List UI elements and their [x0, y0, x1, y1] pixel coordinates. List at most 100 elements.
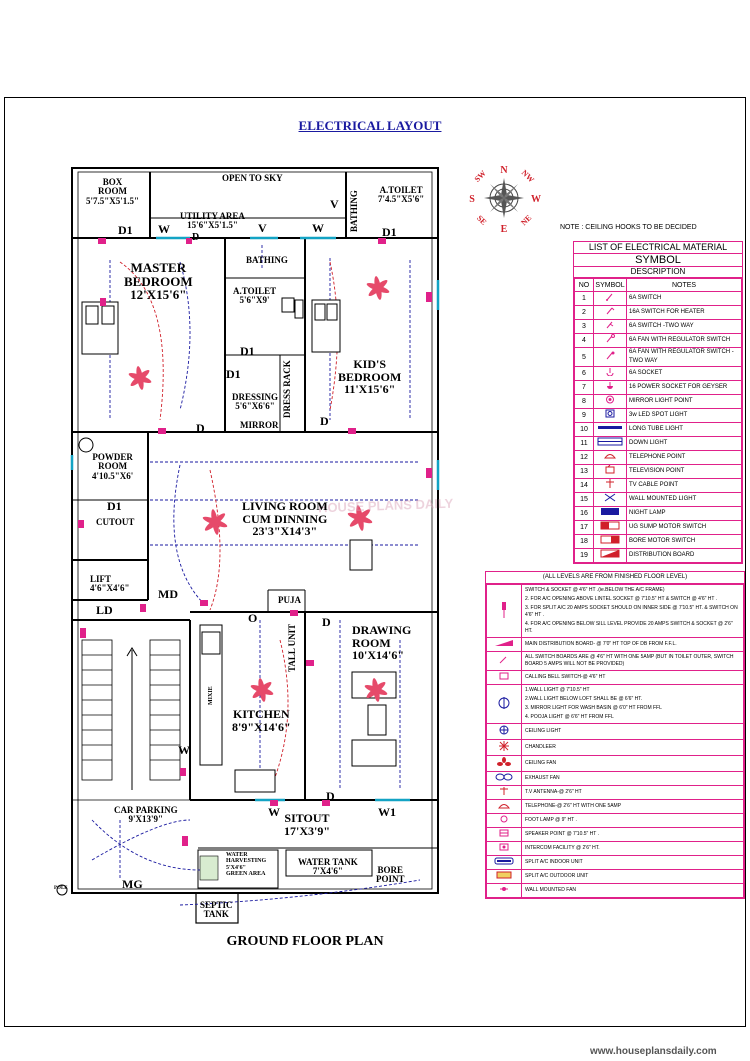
- levels-symbol-icon: [486, 771, 522, 786]
- levels-note: SPLIT A/C INDOOR UNIT: [521, 855, 744, 870]
- gate-mg: MG: [122, 877, 143, 891]
- material-note: 16 POWER SOCKET FOR GEYSER: [626, 380, 742, 395]
- material-legend-table: LIST OF ELECTRICAL MATERIAL SYMBOL DESCR…: [573, 241, 743, 564]
- levels-line: SPLIT A/C INDOOR UNIT: [525, 859, 583, 865]
- room-master-bedroom: MASTER BEDROOM 12'X15'6": [124, 260, 193, 303]
- material-symbol-icon: [593, 422, 627, 437]
- material-note: LONG TUBE LIGHT: [626, 422, 742, 437]
- room-kitchen: KITCHEN 8'9"X14'6": [232, 707, 291, 734]
- levels-note: CEILING LIGHT: [521, 723, 744, 740]
- material-note: BORE MOTOR SWITCH: [626, 534, 742, 549]
- material-symbol-icon: [593, 291, 627, 306]
- material-symbol-icon: [593, 548, 627, 563]
- room-septic-tank: SEPTIC TANK: [200, 900, 233, 920]
- levels-note: ALL SWITCH BOARDS ARE @ 4'6" HT WITH ONE…: [521, 651, 744, 671]
- door-o: O: [248, 611, 258, 625]
- electric-pole-icon: [56, 884, 68, 896]
- material-symbol-icon: [593, 478, 627, 493]
- levels-note: SPLIT A/C OUTDOOR UNIT: [521, 869, 744, 884]
- website-url: www.houseplansdaily.com: [590, 1046, 717, 1057]
- material-note: 3w LED SPOT LIGHT: [626, 408, 742, 423]
- room-puja: PUJA: [278, 595, 301, 605]
- compass-rose: N E S W SW NW SE NE: [469, 165, 541, 235]
- levels-note: WALL MOUNTED FAN: [521, 883, 744, 898]
- material-note: 6A SOCKET: [626, 366, 742, 381]
- vent-v-util: V: [258, 221, 267, 235]
- material-symbol-icon: [593, 380, 627, 395]
- levels-line: 3. MIRROR LIGHT FOR WASH BASIN @ 6'0" HT…: [525, 705, 662, 711]
- levels-note: CHANDLEER: [521, 739, 744, 756]
- levels-row: CALLING BELL SWITCH-@ 4'6" HT: [486, 670, 744, 685]
- room-bore-point: BORE POINT: [376, 865, 405, 885]
- levels-row: EXHAUST FAN: [486, 771, 744, 786]
- material-no: 13: [574, 464, 594, 479]
- door-d1-toilet: D1: [382, 225, 397, 239]
- levels-symbol-icon: [486, 651, 522, 671]
- levels-symbol-icon: [486, 637, 522, 652]
- levels-line: 2. FOR A/C OPENING ABOVE LINTEL SOCKET @…: [525, 596, 718, 602]
- levels-line: 4. FOR A/C OPENING BELOW SILL LEVEL PROV…: [525, 621, 733, 634]
- material-row: 5 6A FAN WITH REGULATOR SWITCH - TWO WAY: [574, 347, 742, 367]
- levels-line: EXHAUST FAN: [525, 775, 560, 781]
- levels-symbol-icon: [486, 813, 522, 828]
- material-no: 7: [574, 380, 594, 395]
- material-note: 6A SWITCH -TWO WAY: [626, 319, 742, 334]
- material-no: 5: [574, 347, 594, 367]
- compass-s: S: [469, 194, 475, 205]
- levels-symbol-icon: [486, 739, 522, 756]
- levels-note: SWITCH & SOCKET @ 4'6" HT .(ie.BELOW THE…: [521, 584, 744, 638]
- material-symbol-icon: [593, 333, 627, 348]
- material-no: 9: [574, 408, 594, 423]
- room-a-toilet-top: A.TOILET 7'4.5"X5'6": [378, 185, 425, 205]
- outer-wall: [71, 167, 439, 894]
- levels-row: SPLIT A/C OUTDOOR UNIT: [486, 869, 744, 884]
- material-symbol-icon: [593, 408, 627, 423]
- room-dress-rack: DRESS RACK: [282, 360, 292, 418]
- levels-heading: (ALL LEVELS ARE FROM FINISHED FLOOR LEVE…: [486, 572, 744, 584]
- material-note: MIRROR LIGHT POINT: [626, 394, 742, 409]
- material-symbol-icon: [593, 492, 627, 507]
- switch-boards: [78, 238, 432, 846]
- levels-note: MAIN DISTRIBUTION BOARD- @ 7'0" HT TOP O…: [521, 637, 744, 652]
- levels-line: CEILING LIGHT: [525, 728, 562, 734]
- door-d1-atoilet: D1: [240, 344, 255, 358]
- room-water-tank: WATER TANK 7'X4'6": [298, 857, 358, 877]
- room-mirror: MIRROR: [240, 420, 279, 430]
- door-md: MD: [158, 587, 178, 601]
- material-note: TELEPHONE POINT: [626, 450, 742, 465]
- material-note: 6A FAN WITH REGULATOR SWITCH: [626, 333, 742, 348]
- symbol-heading: SYMBOL: [574, 254, 742, 267]
- material-no: 11: [574, 436, 594, 451]
- col-no: NO: [574, 278, 594, 292]
- window-w-util: W: [158, 222, 170, 236]
- material-note: UG SUMP MOTOR SWITCH: [626, 520, 742, 535]
- levels-symbol-icon: [486, 670, 522, 685]
- material-symbol-icon: [593, 464, 627, 479]
- levels-note: CALLING BELL SWITCH-@ 4'6" HT: [521, 670, 744, 685]
- levels-symbol-icon: [486, 723, 522, 740]
- material-no: 12: [574, 450, 594, 465]
- material-no: 8: [574, 394, 594, 409]
- material-symbol-icon: [593, 319, 627, 334]
- compass-n: N: [500, 165, 508, 176]
- levels-note: CEILING FAN: [521, 755, 744, 772]
- levels-symbol-icon: [486, 841, 522, 856]
- green-area: [199, 855, 219, 881]
- material-no: 19: [574, 548, 594, 563]
- levels-row: MAIN DISTRIBUTION BOARD- @ 7'0" HT TOP O…: [486, 637, 744, 652]
- staircase: [81, 639, 181, 790]
- material-symbol-icon: [593, 305, 627, 320]
- material-note: 6A FAN WITH REGULATOR SWITCH - TWO WAY: [626, 347, 742, 367]
- levels-line: SWITCH & SOCKET @ 4'6" HT .(ie.BELOW THE…: [525, 587, 665, 593]
- levels-symbol-icon: [486, 584, 522, 638]
- room-car-parking: CAR PARKING 9'X13'9": [114, 805, 178, 825]
- material-symbol-icon: [593, 436, 627, 451]
